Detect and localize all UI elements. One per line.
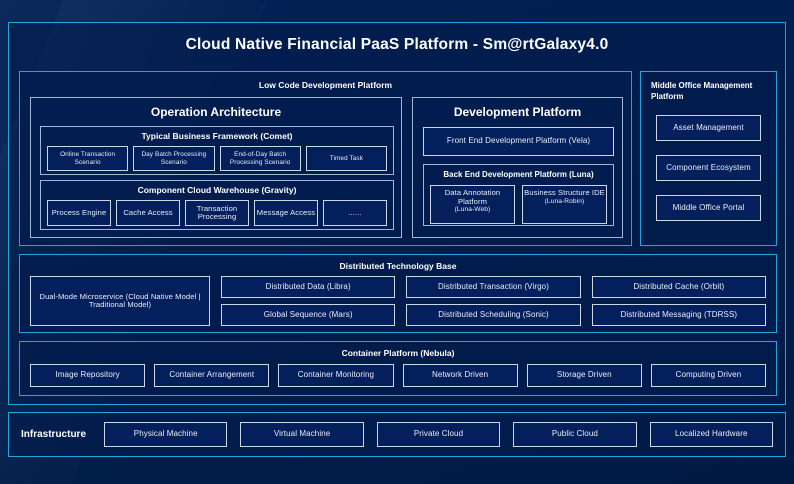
dtb-item-distributed-data[interactable]: Distributed Data (Libra) [221,276,396,298]
tbf-item-end-of-day-batch[interactable]: End-of-Day Batch Processing Scenario [219,146,301,171]
backend-item-0-main: Data Annotation Platform [444,188,501,206]
low-code-platform-title: Low Code Development Platform [258,80,393,90]
infrastructure-item-public-cloud[interactable]: Public Cloud [513,422,637,447]
container-item-container-monitoring[interactable]: Container Monitoring [278,364,394,387]
tbf-item-day-batch[interactable]: Day Batch Processing Scenario [133,146,215,171]
container-platform-title: Container Platform (Nebula) [341,348,455,358]
container-platform-panel: Container Platform (Nebula) Image Reposi… [19,341,777,396]
infrastructure-label: Infrastructure [21,429,87,440]
container-item-computing-driven[interactable]: Computing Driven [650,364,767,387]
dtb-column-1: Distributed Data (Libra) Global Sequence… [221,276,396,326]
dtb-item-distributed-scheduling[interactable]: Distributed Scheduling (Sonic) [406,304,581,326]
component-cloud-warehouse-title: Component Cloud Warehouse (Gravity) [137,185,297,195]
back-end-development-platform-title: Back End Development Platform (Luna) [443,170,594,179]
development-platform-title: Development Platform [453,105,582,119]
backend-item-business-structure-ide[interactable]: Business Structure IDE (Luna-Robin) [522,185,607,224]
backend-item-data-annotation-platform[interactable]: Data Annotation Platform (Luna-Web) [430,185,515,224]
ccw-item-process-engine[interactable]: Process Engine [47,200,111,226]
container-item-storage-driven[interactable]: Storage Driven [526,364,642,387]
platform-main-frame: Cloud Native Financial PaaS Platform - S… [8,22,786,405]
infrastructure-item-virtual-machine[interactable]: Virtual Machine [240,422,364,447]
infrastructure-item-private-cloud[interactable]: Private Cloud [376,422,501,447]
ccw-item-transaction-processing[interactable]: Transaction Processing [185,200,249,226]
dtb-item-distributed-cache[interactable]: Distributed Cache (Orbit) [591,276,766,298]
infrastructure-item-localized-hardware[interactable]: Localized Hardware [649,422,773,447]
backend-item-0-sub: (Luna-Web) [454,206,491,213]
ccw-item-cache-access[interactable]: Cache Access [116,200,180,226]
container-item-image-repository[interactable]: Image Repository [30,364,146,387]
infrastructure-panel: Infrastructure Physical Machine Virtual … [8,412,786,457]
distributed-technology-base-title: Distributed Technology Base [339,261,457,271]
middle-office-items: Asset Management Component Ecosystem Mid… [656,115,761,221]
middle-office-title: Middle Office Management Platform [651,81,753,101]
back-end-items: Data Annotation Platform (Luna-Web) Busi… [430,185,607,224]
tbf-item-timed-task[interactable]: Timed Task [305,146,387,171]
container-platform-items: Image Repository Container Arrangement C… [30,364,767,387]
low-code-development-platform-panel: Low Code Development Platform Operation … [19,71,632,246]
typical-business-framework-title: Typical Business Framework (Comet) [141,131,293,141]
typical-business-framework-panel: Typical Business Framework (Comet) Onlin… [40,126,394,175]
development-platform-panel: Development Platform Front End Developme… [412,97,623,238]
middle-office-item-component-ecosystem[interactable]: Component Ecosystem [656,155,761,181]
back-end-development-platform-panel: Back End Development Platform (Luna) Dat… [423,164,614,226]
dtb-column-3: Distributed Cache (Orbit) Distributed Me… [591,276,766,326]
typical-business-framework-items: Online Transaction Scenario Day Batch Pr… [47,146,387,171]
page-title: Cloud Native Financial PaaS Platform - S… [185,36,609,53]
component-cloud-warehouse-items: Process Engine Cache Access Transaction … [47,200,387,226]
ccw-item-message-access[interactable]: Message Access [254,200,318,226]
operation-architecture-title: Operation Architecture [150,105,282,119]
distributed-technology-base-body: Dual-Mode Microservice (Cloud Native Mod… [30,276,766,326]
container-item-container-arrangement[interactable]: Container Arrangement [154,364,270,387]
dtb-dual-mode-microservice[interactable]: Dual-Mode Microservice (Cloud Native Mod… [30,276,210,326]
component-cloud-warehouse-panel: Component Cloud Warehouse (Gravity) Proc… [40,180,394,230]
infrastructure-items: Physical Machine Virtual Machine Private… [104,422,773,447]
infrastructure-item-physical-machine[interactable]: Physical Machine [104,422,228,447]
middle-office-item-asset-management[interactable]: Asset Management [656,115,761,141]
dtb-column-2: Distributed Transaction (Virgo) Distribu… [406,276,581,326]
tbf-item-online-transaction[interactable]: Online Transaction Scenario [47,146,129,171]
dtb-item-distributed-transaction[interactable]: Distributed Transaction (Virgo) [406,276,581,298]
middle-office-item-middle-office-portal[interactable]: Middle Office Portal [656,195,761,221]
front-end-development-platform-box[interactable]: Front End Development Platform (Vela) [423,127,614,156]
distributed-technology-base-panel: Distributed Technology Base Dual-Mode Mi… [19,254,777,333]
dtb-item-global-sequence[interactable]: Global Sequence (Mars) [221,304,396,326]
operation-architecture-panel: Operation Architecture Typical Business … [30,97,402,238]
container-item-network-driven[interactable]: Network Driven [402,364,518,387]
backend-item-1-sub: (Luna-Robin) [544,197,585,205]
dtb-item-distributed-messaging[interactable]: Distributed Messaging (TDRSS) [591,304,766,326]
middle-office-management-platform-panel: Middle Office Management Platform Asset … [640,71,777,246]
ccw-item-more-ellipsis[interactable]: ...... [323,200,387,226]
backend-item-1-main: Business Structure IDE [524,188,605,197]
